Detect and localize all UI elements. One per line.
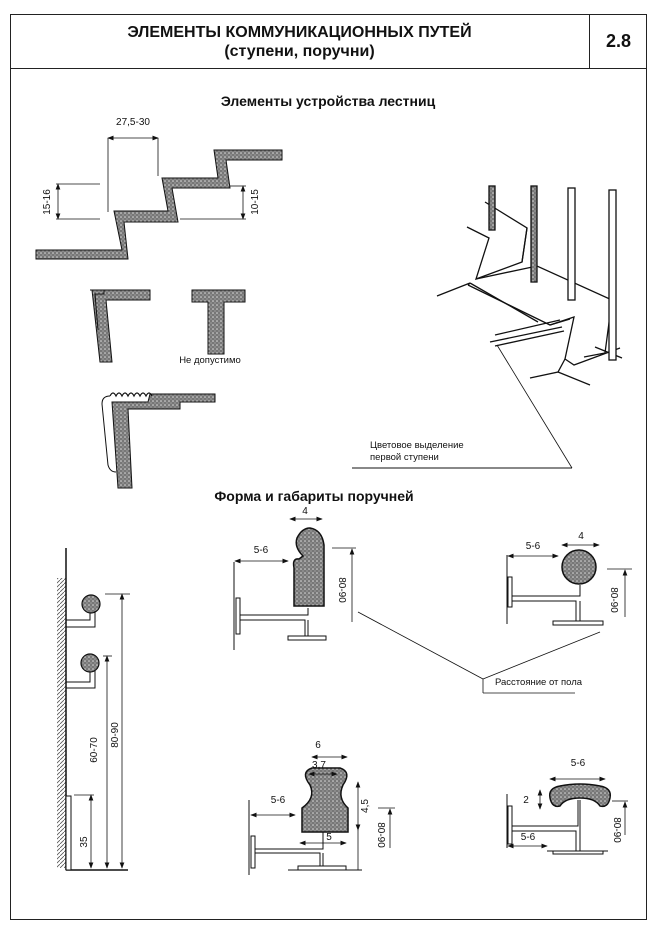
handrail-profile-1: 4 5-6 80-90 [233, 506, 356, 650]
section-handrails-title: Форма и габариты поручней [214, 488, 413, 504]
profile2-offset: 5-6 [526, 541, 541, 552]
section-stairs-title: Элементы устройства лестниц [221, 93, 436, 109]
profile2-height: 80-90 [608, 587, 619, 613]
profile4-offset: 5-6 [521, 832, 536, 843]
floor-distance-leader [357, 611, 601, 694]
handrail-profile-2: 4 5-6 80-90 [506, 531, 632, 626]
nosing-details: Не допустимо [90, 289, 246, 489]
riser-dimension-left: 15-16 [42, 189, 53, 215]
stair-perspective [352, 185, 623, 469]
first-step-label-line2: первой ступени [370, 452, 439, 463]
sheet-number: 2.8 [605, 31, 632, 51]
not-allowed-label: Не допустимо [179, 355, 241, 366]
profile1-height: 80-90 [336, 577, 347, 603]
floor-distance-label: Расстояние от пола [495, 677, 583, 688]
profile4-thickness: 2 [523, 795, 529, 806]
sheet-title: ЭЛЕМЕНТЫ КОММУНИКАЦИОННЫХ ПУТЕЙ (ступени… [10, 14, 590, 69]
profile3-width-neck: 3,7 [312, 760, 326, 771]
sheet-frame [10, 14, 647, 920]
profile3-width-base: 5 [326, 832, 332, 843]
profile3-offset: 5-6 [271, 795, 286, 806]
tread-dimension: 27,5-30 [116, 117, 150, 128]
profile3-height: 80-90 [375, 822, 386, 848]
profile2-width: 4 [578, 531, 584, 542]
profile1-width: 4 [302, 506, 308, 517]
profile4-height: 80-90 [611, 817, 622, 843]
riser-dimension-right: 10-15 [250, 189, 261, 215]
title-line-2: (ступени, поручни) [224, 42, 375, 60]
title-line-1: ЭЛЕМЕНТЫ КОММУНИКАЦИОННЫХ ПУТЕЙ [127, 23, 472, 41]
wall-height-curb: 35 [79, 836, 90, 848]
handrail-profile-3: 6 3,7 5 5-6 4,5 80-90 [248, 740, 395, 875]
profile3-width-top: 6 [315, 740, 321, 751]
stair-profile: 27,5-30 15-16 10-15 [35, 117, 283, 260]
wall-height-high: 80-90 [110, 722, 121, 748]
profile1-offset: 5-6 [254, 545, 269, 556]
profile4-width: 5-6 [571, 758, 586, 769]
first-step-label-line1: Цветовое выделение [370, 440, 464, 451]
wall-handrails: 80-90 60-70 35 [57, 548, 130, 871]
wall-height-low: 60-70 [89, 737, 100, 763]
sheet-header: ЭЛЕМЕНТЫ КОММУНИКАЦИОННЫХ ПУТЕЙ (ступени… [10, 14, 647, 69]
handrail-profile-4: 5-6 2 5-6 80-90 [506, 758, 628, 855]
profile3-depth: 4,5 [360, 799, 371, 813]
